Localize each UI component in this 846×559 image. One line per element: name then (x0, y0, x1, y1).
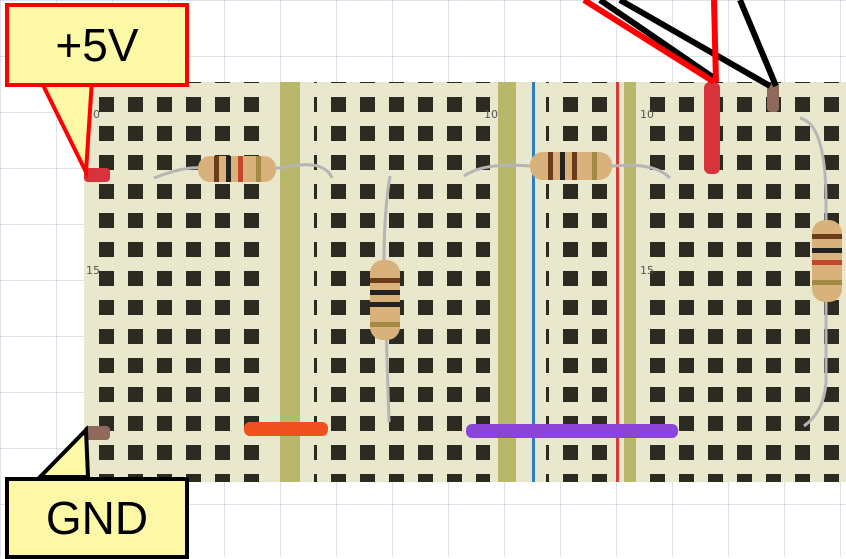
row-label-right-10: 10 (640, 108, 654, 121)
breadboard-holes (92, 82, 840, 482)
purple-jumper (466, 424, 678, 438)
red-jumper (704, 82, 720, 174)
breadboard-photo: 10 15 10 10 15 (84, 82, 846, 482)
circuit-components (84, 82, 842, 440)
ground-callout: GND (5, 477, 189, 559)
resistor-4-leads (799, 116, 828, 428)
row-label-right-15: 15 (640, 264, 654, 277)
row-label-left-15: 15 (86, 264, 100, 277)
power-callout-label: +5V (55, 19, 139, 71)
power-lead (84, 168, 110, 182)
orange-jumper (244, 422, 328, 436)
ground-lead (84, 426, 110, 440)
row-label-mid-10: 10 (484, 108, 498, 121)
ground-callout-label: GND (45, 492, 149, 544)
ground-lead-top (767, 82, 779, 112)
blue-rail-line (532, 82, 535, 482)
red-rail-line (616, 82, 619, 482)
power-callout: +5V (5, 3, 189, 87)
